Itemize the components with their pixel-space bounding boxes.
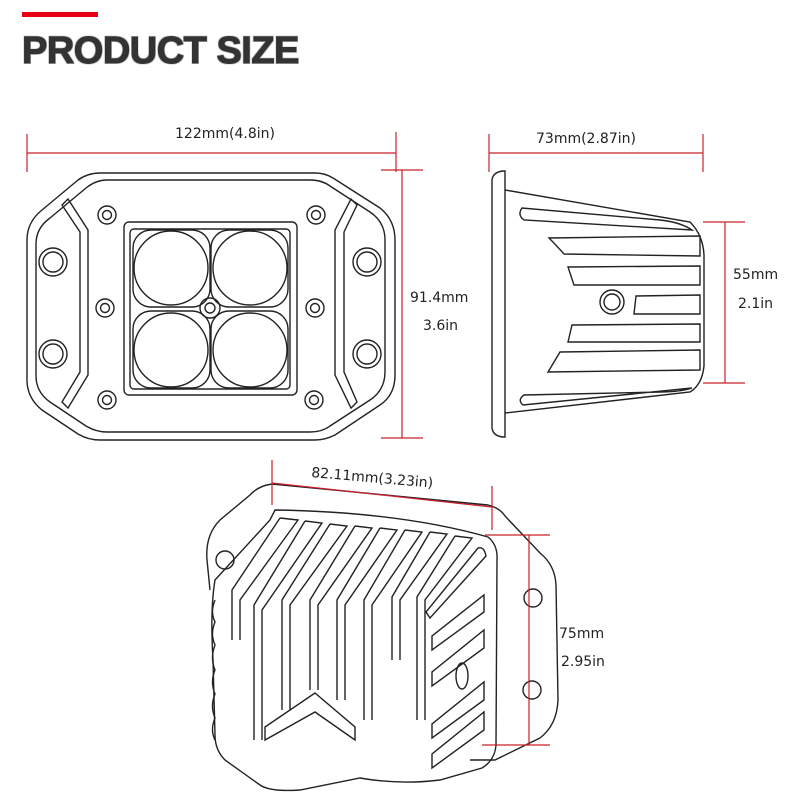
side-dimension-lines: [488, 134, 745, 384]
side-depth-label: 73mm(2.87in): [536, 131, 636, 147]
front-height-label-mm: 91.4mm: [410, 290, 469, 306]
perspective-view-drawing: [206, 483, 559, 792]
side-height-label-mm: 55mm: [733, 267, 779, 283]
front-width-label: 122mm(4.8in): [175, 126, 275, 142]
side-height-label-in: 2.1in: [738, 296, 774, 312]
perspective-height-label-in: 2.95in: [561, 654, 605, 670]
front-view-drawing: [26, 172, 396, 441]
front-height-label-in: 3.6in: [423, 318, 459, 334]
front-dimension-lines: [26, 132, 423, 439]
perspective-dimension-lines: [271, 460, 550, 746]
page-title: PRODUCT SIZE: [22, 30, 300, 73]
side-view-drawing: [491, 170, 705, 438]
perspective-height-label-mm: 75mm: [559, 626, 605, 642]
title-accent-bar: [22, 12, 98, 17]
